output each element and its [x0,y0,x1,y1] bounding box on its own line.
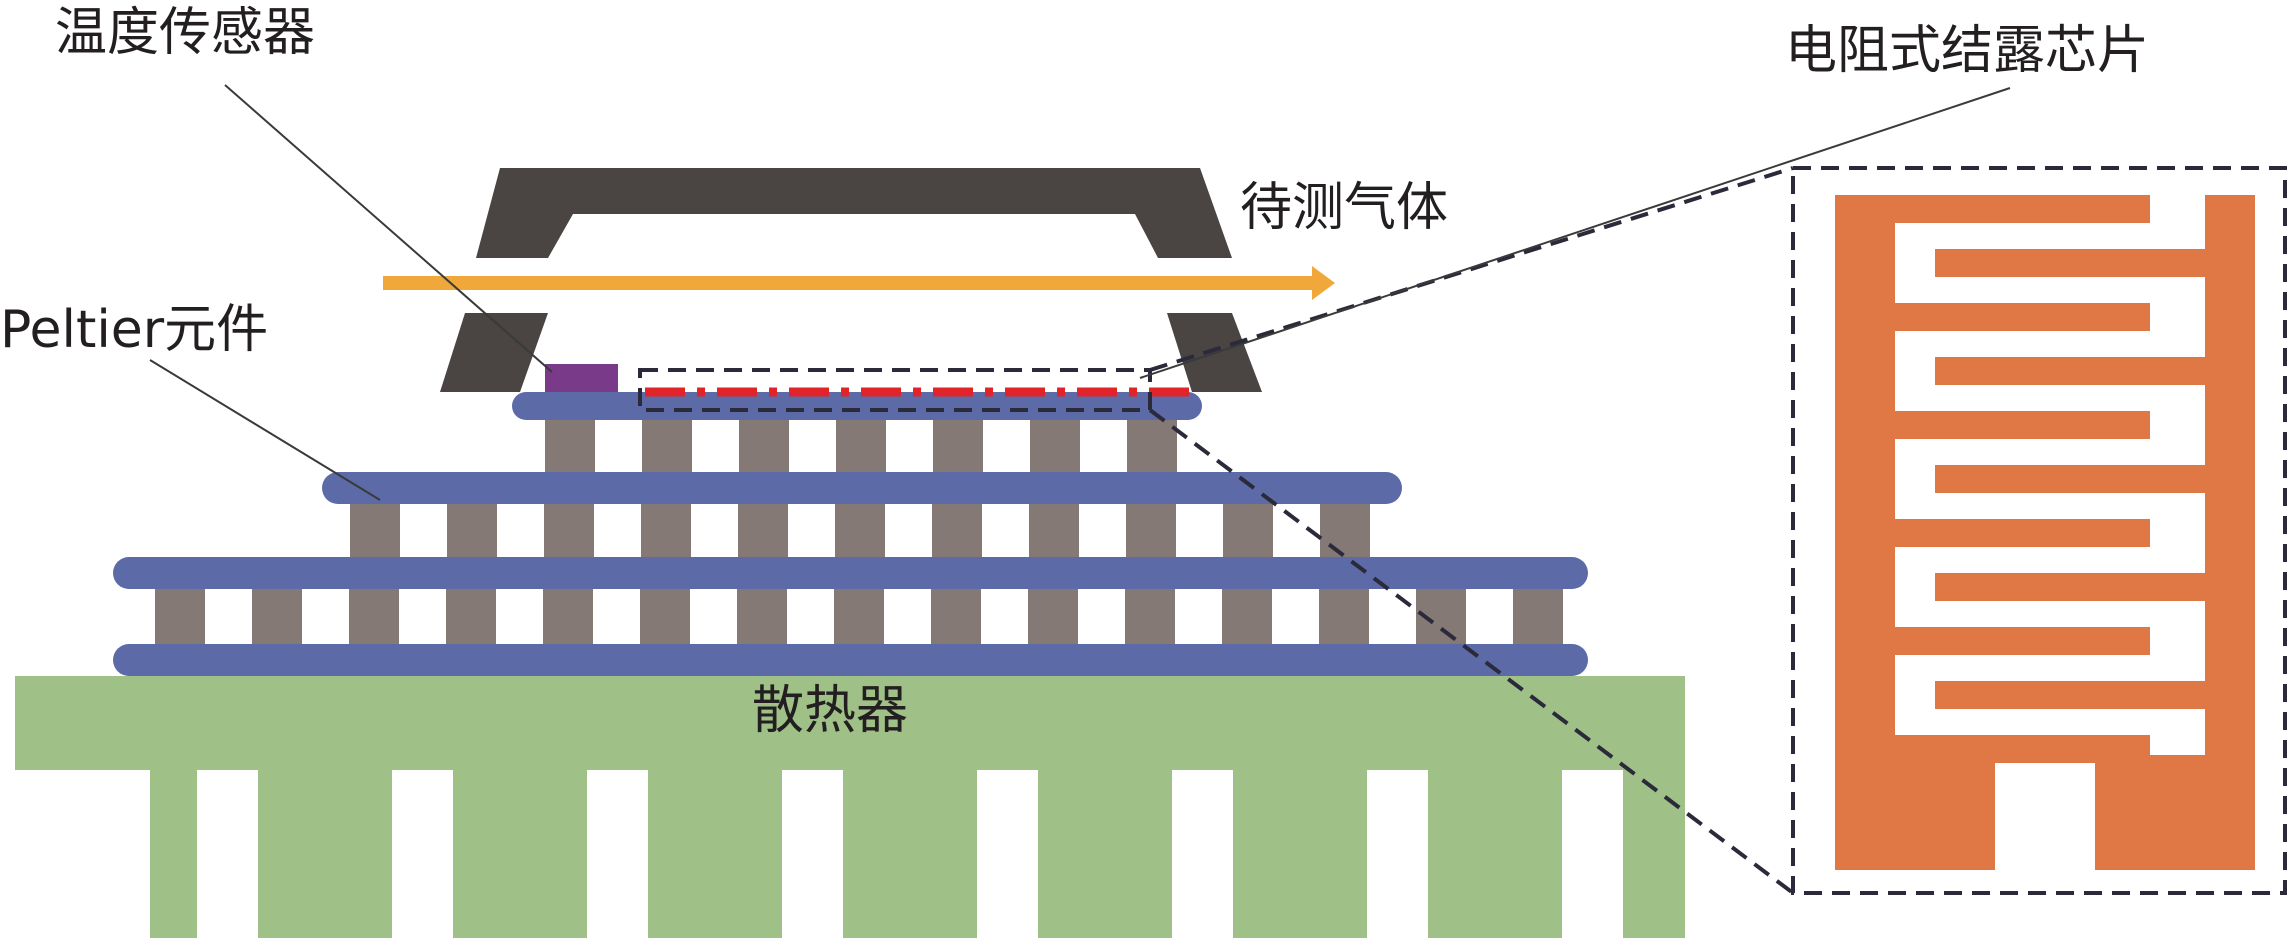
label-heat-sink: 散热器 [752,681,908,741]
interdigitated-electrode-icon [1835,195,2255,870]
leader-peltier [149,359,381,501]
zoom-source-box [638,368,1152,412]
label-resistive-dew-chip: 电阻式结露芯片 [1785,21,2149,81]
gas-flow-shaft [383,276,1318,290]
electrode-right-comb [1935,195,2255,870]
peltier-plates [113,392,1588,676]
arrow-right-icon [383,266,1335,300]
gas-flow-head [1312,266,1335,300]
pillars-middle-tier [350,495,1370,565]
heat-sink [15,676,1685,938]
label-temperature-sensor: 温度传感器 [55,3,315,63]
zoom-detail-box [1791,166,2287,895]
heat-sink-body [15,676,1685,938]
electrode-left-comb [1835,195,2150,870]
zoom-line-lower [1148,408,1795,895]
gas-chamber-left-wall [440,313,548,392]
leader-lines [149,84,2011,501]
pillars-bottom-tier [155,580,1563,650]
peltier-stack [113,392,1588,676]
leader-temperature-sensor [224,84,553,373]
peltier-plate-upper [322,472,1402,504]
pillars-top-tier [545,415,1177,480]
leader-dew-chip [1139,87,2011,379]
peltier-plate-lower [113,557,1588,589]
zoom-line-upper [1149,166,1794,372]
zoom-indicator [638,166,2287,895]
peltier-plate-bottom [113,644,1588,676]
peltier-plate-top [512,392,1202,420]
temperature-sensor [545,364,618,392]
label-peltier-element: Peltier元件 [0,300,268,360]
label-gas-under-test: 待测气体 [1240,178,1448,238]
gas-chamber-top [476,168,1232,258]
